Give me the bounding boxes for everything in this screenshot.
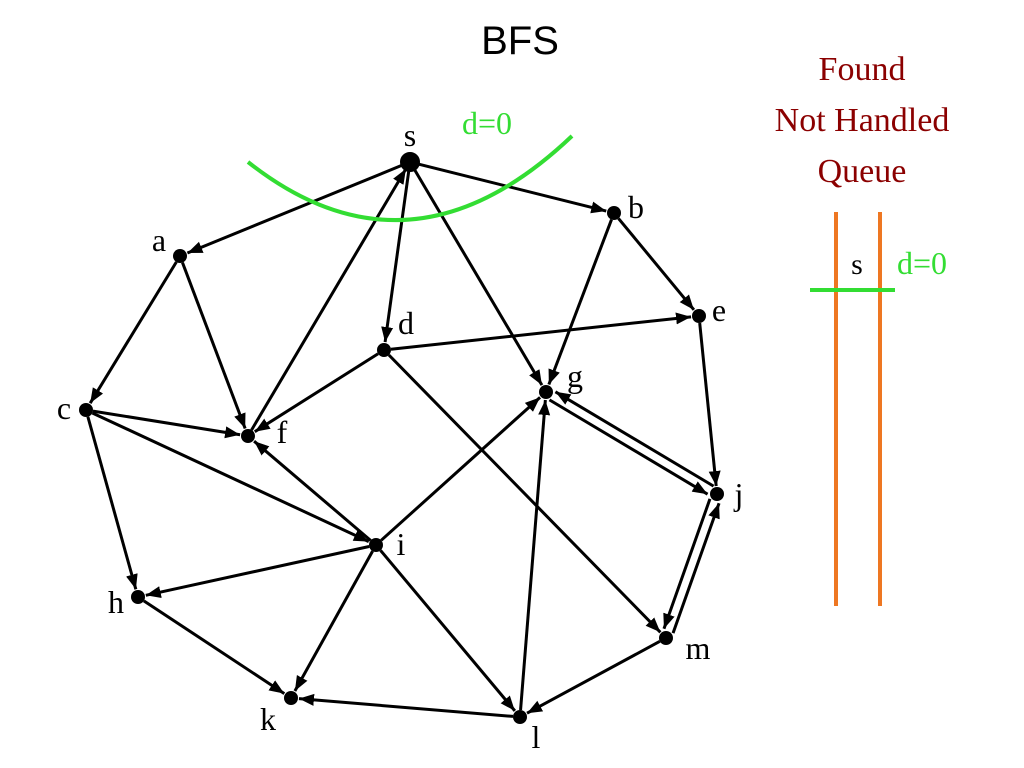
node-l <box>513 710 527 724</box>
node-label-l: l <box>532 719 541 755</box>
edge-i-f <box>253 440 372 542</box>
edge-s-b <box>416 162 607 214</box>
node-label-f: f <box>277 414 288 450</box>
node-label-m: m <box>686 630 711 666</box>
edge-i-l <box>379 549 517 712</box>
frontier-distance-label: d=0 <box>462 105 512 141</box>
node-label-c: c <box>57 390 71 426</box>
node-label-e: e <box>712 292 726 328</box>
edge-c-f <box>92 409 241 439</box>
queue-panel: Found Not Handled Queue s d=0 <box>775 51 950 606</box>
node-label-j: j <box>734 476 744 512</box>
edge-j-m <box>662 498 712 630</box>
edge-i-h <box>145 545 370 598</box>
edge-s-d <box>381 168 411 343</box>
node-label-b: b <box>628 189 644 225</box>
node-label-a: a <box>152 222 166 258</box>
edge-m-l <box>526 640 661 715</box>
queue-heading-not-handled: Not Handled <box>775 102 950 139</box>
edge-b-e <box>617 217 696 311</box>
edge-e-j <box>698 322 721 487</box>
edge-c-h <box>86 416 138 590</box>
node-label-d: d <box>398 305 414 341</box>
edge-i-g <box>380 396 542 542</box>
node-m <box>659 631 673 645</box>
edge-i-k <box>293 550 374 692</box>
node-d <box>377 343 391 357</box>
node-label-s: s <box>404 117 416 153</box>
edge-j-g <box>554 390 715 488</box>
edge-b-g <box>547 219 613 386</box>
queue-item-node: s <box>851 248 863 281</box>
frontier-curve <box>246 134 574 223</box>
node-label-h: h <box>108 584 124 620</box>
node-a <box>173 249 187 263</box>
node-label-i: i <box>397 526 406 562</box>
queue-items: s d=0 <box>810 245 947 292</box>
node-s <box>400 152 420 172</box>
diagram-title: BFS <box>481 19 559 63</box>
edge-l-k <box>298 693 514 718</box>
edge-f-s <box>250 168 408 431</box>
graph-nodes: s a b c d e f g h i j k l m <box>57 117 744 755</box>
node-label-g: g <box>567 358 583 394</box>
edge-d-f <box>253 352 379 433</box>
edge-a-c <box>88 261 178 404</box>
node-j <box>710 487 724 501</box>
edge-d-m <box>387 353 662 634</box>
edge-m-j <box>671 502 721 634</box>
queue-heading-queue: Queue <box>818 153 907 190</box>
node-g <box>539 385 553 399</box>
node-e <box>692 309 706 323</box>
node-c <box>79 403 93 417</box>
edge-c-i <box>91 411 370 543</box>
node-k <box>284 691 298 705</box>
queue-item-distance: d=0 <box>897 245 947 281</box>
edge-s-a <box>186 163 405 255</box>
edge-g-j <box>548 398 709 496</box>
node-b <box>607 206 621 220</box>
edge-a-f <box>181 262 247 430</box>
node-f <box>241 429 255 443</box>
edge-h-k <box>143 599 286 695</box>
edge-s-g <box>412 167 544 386</box>
node-h <box>131 590 145 604</box>
node-i <box>369 538 383 552</box>
graph-edges <box>86 162 721 718</box>
edge-d-e <box>390 312 692 351</box>
queue-heading-found: Found <box>819 51 906 88</box>
edge-l-g <box>519 399 551 711</box>
node-label-k: k <box>260 701 276 737</box>
